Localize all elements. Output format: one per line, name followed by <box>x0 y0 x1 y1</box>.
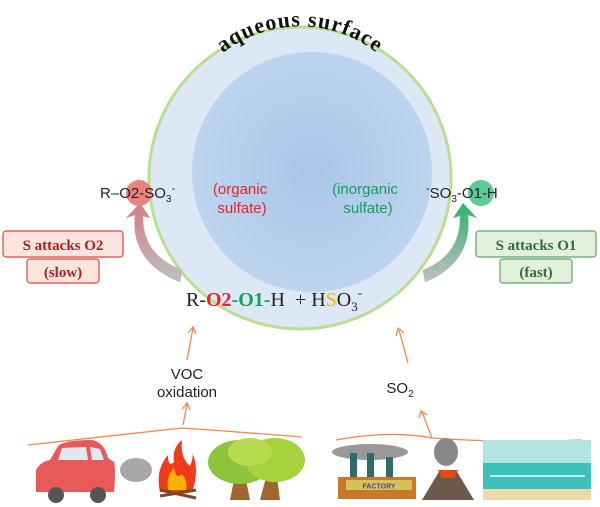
fast-label: (fast) <box>519 265 552 281</box>
factory-icon: FACTORY <box>332 444 416 499</box>
o2-highlight <box>126 180 152 206</box>
fast-pathway-arrow <box>422 202 478 283</box>
volcano-icon <box>422 438 474 500</box>
exhaust-smoke-icon <box>120 458 152 482</box>
inorganic-sulfate-formula: -SO3-O1-H <box>426 183 498 205</box>
organic-sulfate-formula: R–O2-SO3- <box>100 183 175 205</box>
s-attacks-o1-label: S attacks O1 <box>496 238 577 254</box>
car-icon <box>36 440 115 503</box>
ocean-icon <box>483 440 591 500</box>
o1-highlight <box>468 180 494 206</box>
droplet-core <box>192 52 432 292</box>
s-attacks-o2-label: S attacks O2 <box>23 238 104 254</box>
so2-label: SO2 <box>386 380 414 400</box>
reactant-formula: R-O2-O1-H+ HSO3- <box>186 285 362 314</box>
source-arrows <box>27 325 583 446</box>
slow-label: (slow) <box>44 265 82 281</box>
factory-sign: FACTORY <box>362 484 395 491</box>
slow-pathway-arrow <box>125 202 183 283</box>
s-attacks-o2-box: S attacks O2 (slow) <box>2 230 124 284</box>
trees-icon <box>208 438 305 500</box>
s-attacks-o1-box: S attacks O1 (fast) <box>475 230 597 284</box>
fire-icon <box>158 440 197 500</box>
